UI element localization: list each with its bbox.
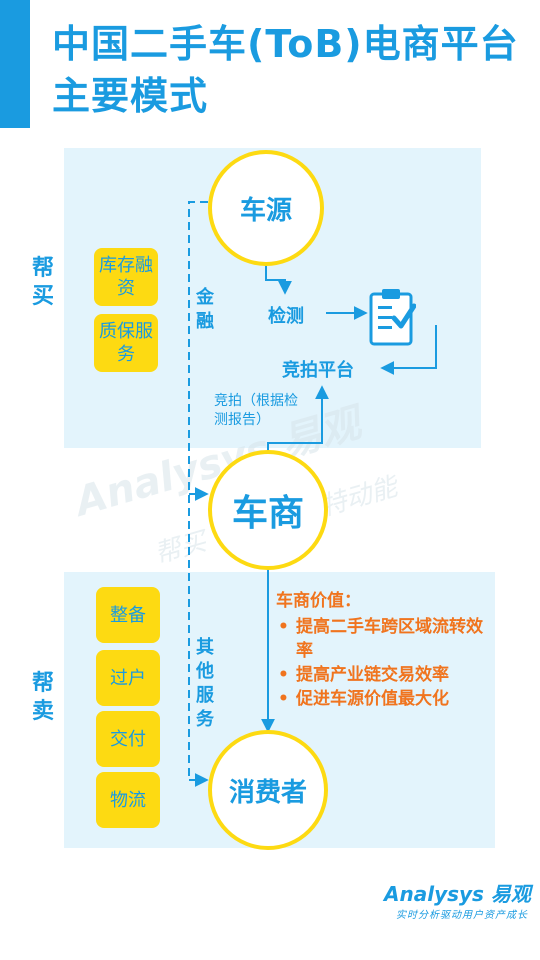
- service-box-prep: 整备: [96, 587, 160, 643]
- dealer-value-block: 车商价值： 提高二手车跨区域流转效率 提高产业链交易效率 促进车源价值最大化: [276, 586, 491, 711]
- finance-box-warranty: 质保服务: [94, 314, 158, 372]
- inspection-label: 检测: [268, 306, 304, 327]
- service-box-delivery: 交付: [96, 711, 160, 767]
- finance-box-inventory: 库存融资: [94, 248, 158, 306]
- inspection-report-clipboard-icon: [369, 289, 416, 346]
- buy-label: 帮买: [31, 256, 54, 309]
- node-consumer: 消费者: [208, 730, 328, 850]
- dealer-value-item: 提高产业链交易效率: [276, 663, 491, 687]
- page-title: 中国二手车(ToB)电商平台主要模式: [52, 22, 519, 118]
- node-car-dealer: 车商: [208, 450, 328, 570]
- report-to-auction-arrow: [380, 325, 437, 375]
- dealer-value-item: 提高二手车跨区域流转效率: [276, 615, 491, 663]
- dealer-to-auction-arrow: [267, 385, 329, 452]
- node-car-source: 车源: [208, 150, 324, 266]
- auction-note: 竞拍（根据检测报告）: [214, 393, 298, 428]
- brand-slogan: 实时分析驱动用户资产成长: [396, 910, 528, 921]
- auction-platform-label: 竞拍平台: [282, 360, 354, 381]
- sell-label: 帮卖: [31, 671, 54, 724]
- finance-label: 金融: [196, 287, 214, 332]
- service-box-logistics: 物流: [96, 772, 160, 828]
- service-box-transfer: 过户: [96, 650, 160, 706]
- brand-logo: Analysys 易观: [384, 882, 531, 906]
- dealer-value-title: 车商价值：: [276, 591, 361, 611]
- other-services-label: 其他服务: [196, 637, 214, 730]
- dealer-value-item: 促进车源价值最大化: [276, 687, 491, 711]
- source-to-inspection-arrow: [265, 262, 292, 295]
- title-accent-bar: [0, 0, 30, 128]
